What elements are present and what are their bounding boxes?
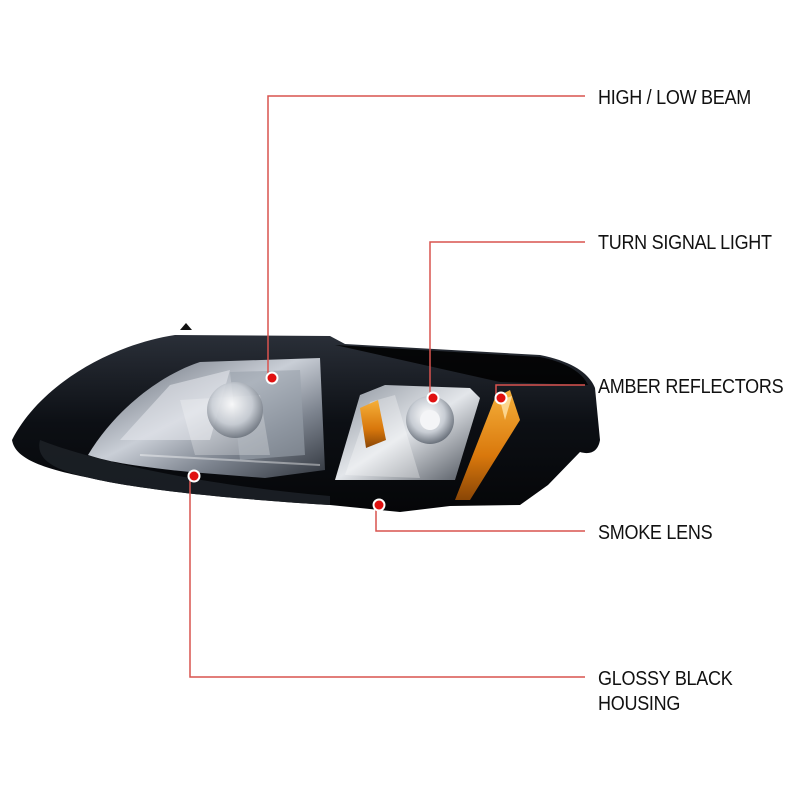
- callout-label-amber-reflectors: AMBER REFLECTORS: [598, 375, 784, 400]
- leader-line-amber-reflectors: [495, 384, 585, 399]
- callout-label-high-low-beam: HIGH / LOW BEAM: [598, 86, 751, 111]
- callout-label-line: SMOKE LENS: [598, 522, 713, 544]
- marker-dot-glossy-black-housing: [189, 471, 199, 481]
- callout-label-line: HIGH / LOW BEAM: [598, 87, 751, 109]
- high-low-beam-lens: [88, 358, 325, 478]
- marker-dot-smoke-lens: [374, 500, 384, 510]
- callout-label-line: HOUSING: [598, 693, 681, 715]
- leader-line-glossy-black-housing: [189, 475, 585, 678]
- callout-label-glossy-black-housing: GLOSSY BLACK HOUSING: [598, 667, 733, 717]
- leader-line-high-low-beam: [267, 95, 585, 379]
- callout-label-line: GLOSSY BLACK: [598, 668, 733, 690]
- callout-label-turn-signal-light: TURN SIGNAL LIGHT: [598, 231, 772, 256]
- leader-line-smoke-lens: [375, 504, 585, 532]
- marker-dot-high-low-beam: [267, 373, 277, 383]
- amber-reflectors: [360, 390, 520, 500]
- callout-label-smoke-lens: SMOKE LENS: [598, 521, 713, 546]
- callout-label-line: TURN SIGNAL LIGHT: [598, 232, 772, 254]
- marker-dot-turn-signal-light: [428, 393, 438, 403]
- marker-dot-amber-reflectors: [496, 393, 506, 403]
- callout-label-line: AMBER REFLECTORS: [598, 376, 784, 398]
- leader-line-turn-signal-light: [429, 241, 585, 399]
